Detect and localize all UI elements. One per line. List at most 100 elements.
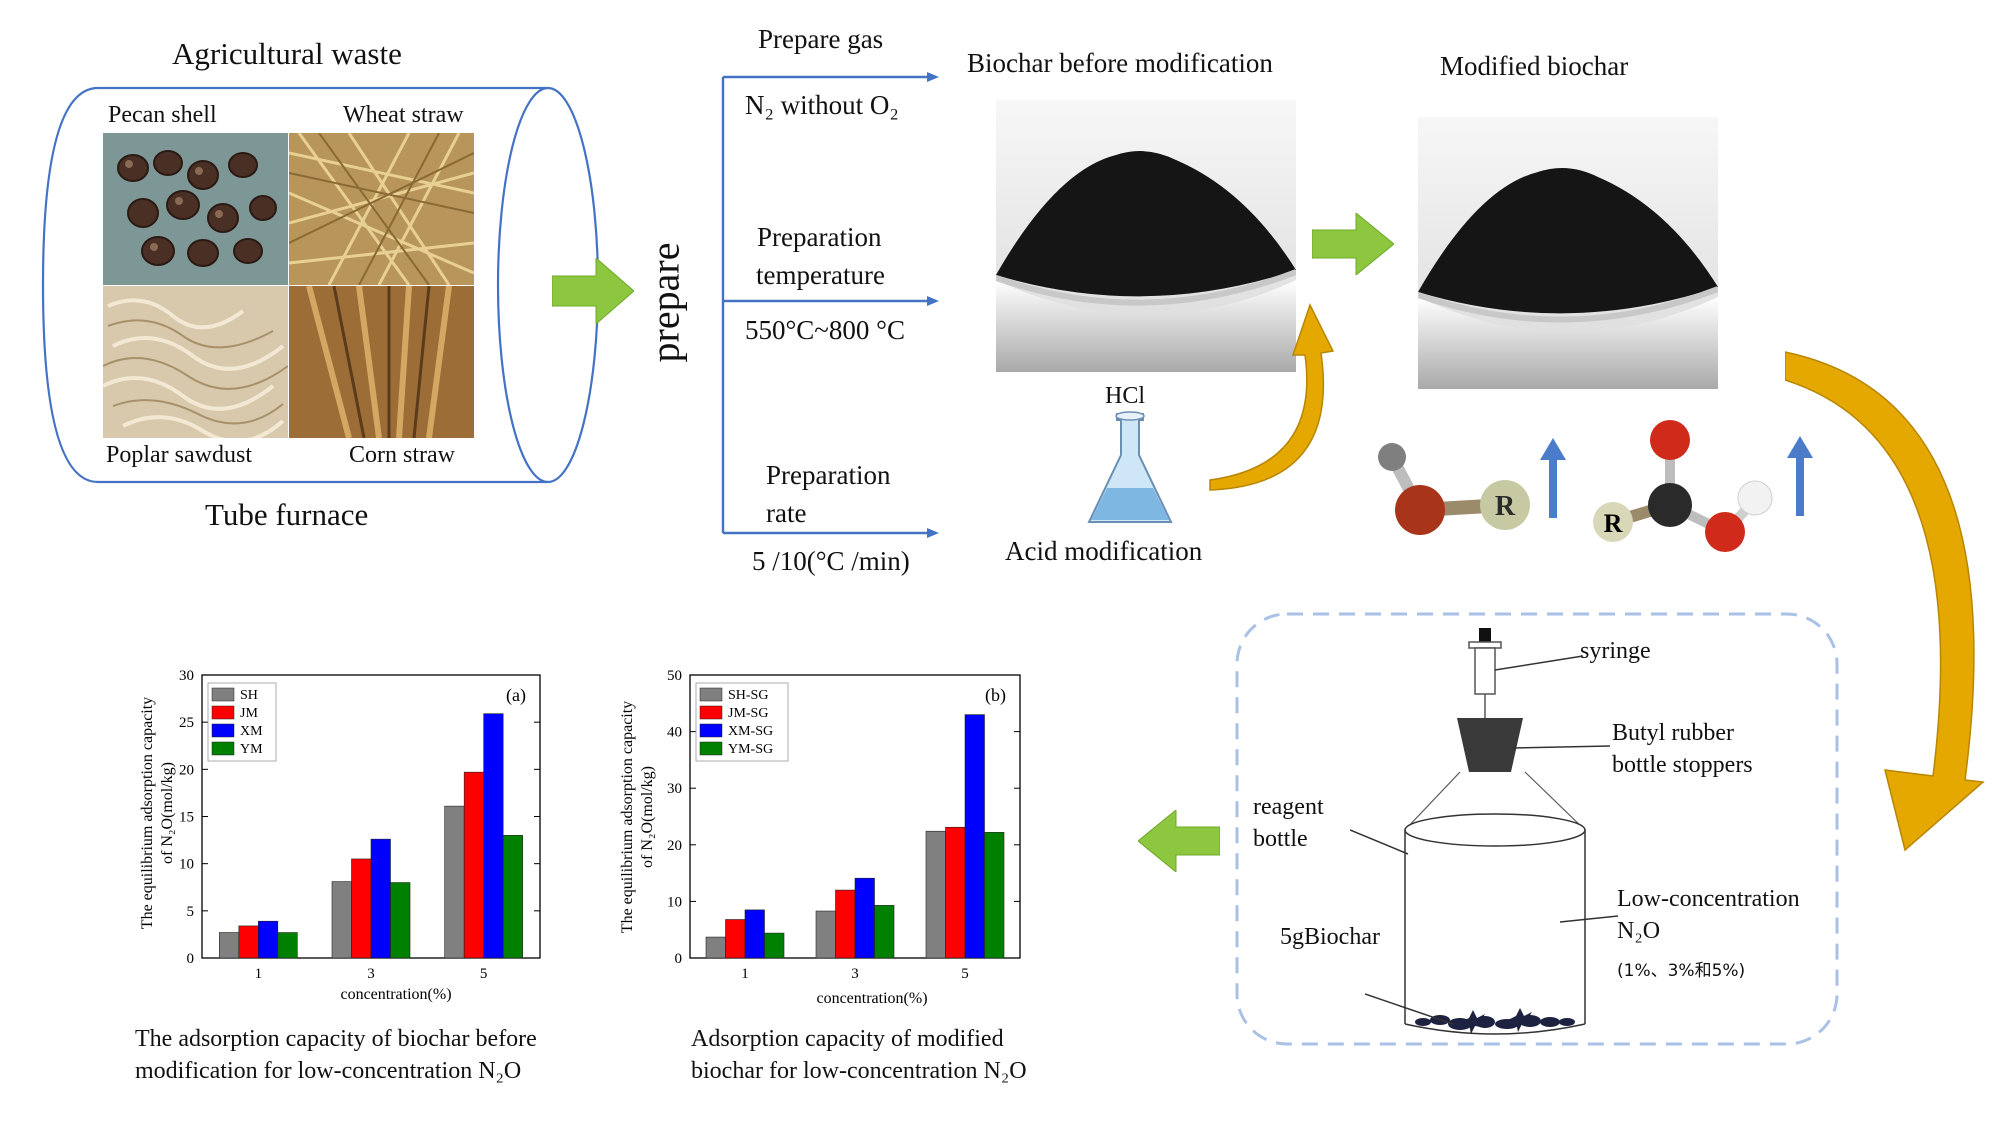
label-corn-straw: Corn straw <box>349 442 455 468</box>
cb-bar-ym-sg <box>984 832 1005 959</box>
tube-furnace-label: Tube furnace <box>205 497 369 532</box>
ca-legend-swatch <box>211 687 235 702</box>
sample-leader-line <box>1365 993 1454 1025</box>
sample-label: 5gBiochar <box>1280 924 1380 950</box>
chart-a: The equilibrium adsorption capacity of N… <box>139 668 541 1003</box>
ca-ytick-label: 25 <box>179 715 194 731</box>
stopper-leader-line <box>1512 745 1611 749</box>
temp-title-2: temperature <box>756 260 885 290</box>
ca-ytick-label: 15 <box>179 810 194 826</box>
ca-xtick-label: 1 <box>255 966 262 982</box>
gas-title: Prepare gas <box>758 24 884 54</box>
cb-bar-jm-sg <box>835 889 856 959</box>
bottle-label-2: bottle <box>1253 826 1308 852</box>
ca-ytick-label: 20 <box>179 762 194 778</box>
rate-value: 5 /10(°C /min) <box>752 546 910 576</box>
ca-bar-xm <box>370 838 391 959</box>
prepare-bracket <box>721 72 939 538</box>
ca-bar-jm <box>238 925 259 959</box>
ca-bar-sh <box>444 805 465 959</box>
gas-value: N₂ without O₂ <box>745 90 899 120</box>
gas-label-2: N₂O <box>1617 918 1661 944</box>
flask-icon <box>1087 411 1173 523</box>
ca-legend-swatch <box>211 741 235 756</box>
bottle-label-1: reagent <box>1253 794 1324 820</box>
cb-xtick-label: 3 <box>851 966 859 982</box>
wheat-straw-photo <box>289 133 474 285</box>
syringe-label: syringe <box>1580 638 1651 664</box>
cb-bar-xm-sg <box>964 714 985 959</box>
ca-ytick-label: 5 <box>187 904 195 920</box>
chart-a-ylabel: The equilibrium adsorption capacity <box>139 697 156 929</box>
biochar-before-photo <box>996 100 1296 372</box>
caption-b-line-2: biochar for low-concentration N₂O <box>691 1058 1027 1084</box>
r-group-label-1: R <box>1495 491 1516 522</box>
ca-bar-sh <box>331 881 352 959</box>
label-poplar-sawdust: Poplar sawdust <box>106 442 252 468</box>
r-group-label-2: R <box>1604 509 1623 538</box>
apparatus-box <box>1235 612 1839 1046</box>
caption-a-line-1: The adsorption capacity of biochar befor… <box>135 1026 537 1052</box>
reagent-bottle-icon <box>1404 771 1586 1035</box>
cb-xtick-label: 1 <box>741 966 749 982</box>
label-pecan-shell: Pecan shell <box>108 102 217 128</box>
ca-panel-label: (a) <box>506 685 526 706</box>
chart-b-ylabel: The equilibrium adsorption capacity <box>619 701 636 933</box>
syringe-icon <box>1468 628 1502 724</box>
cb-bar-ym-sg <box>764 932 785 959</box>
caption-a-line-2: modification for low-concentration N₂O <box>135 1058 522 1084</box>
curved-arrow-icon <box>1209 303 1335 491</box>
cb-bar-xm-sg <box>744 909 765 959</box>
ca-legend-swatch <box>211 723 235 738</box>
acid-modification-label: Acid modification <box>1005 536 1203 566</box>
biochar-before-title: Biochar before modification <box>967 48 1273 78</box>
cb-legend-swatch <box>699 723 723 738</box>
ca-bar-sh <box>219 932 240 959</box>
ca-bar-jm <box>351 858 372 959</box>
cb-panel-label: (b) <box>985 685 1006 706</box>
up-arrow-icon-2 <box>1787 436 1813 516</box>
temp-value: 550°C~800 °C <box>745 315 905 345</box>
hydroxyl-molecule-icon: R <box>1378 443 1530 535</box>
gas-label-3: (1%、3%和5%) <box>1617 961 1746 981</box>
arrow-right-icon-2 <box>1312 213 1394 275</box>
cb-legend-swatch <box>699 741 723 756</box>
ca-bar-xm <box>483 713 504 959</box>
prepare-label: prepare <box>642 242 688 362</box>
cb-bar-sh-sg <box>815 910 836 959</box>
chart-b: The equilibrium adsorption capacity of N… <box>619 668 1021 1007</box>
cb-ytick-label: 30 <box>667 781 682 797</box>
ca-bar-xm <box>258 920 279 959</box>
bottle-leader-line <box>1350 829 1409 855</box>
cb-bar-jm-sg <box>945 826 966 959</box>
cb-ytick-label: 20 <box>667 838 682 854</box>
pecan-shell-photo <box>103 133 288 285</box>
arrow-left-icon <box>1138 810 1220 872</box>
cb-ytick-label: 40 <box>667 725 682 741</box>
hcl-label: HCl <box>1105 383 1146 409</box>
cb-xtick-label: 5 <box>961 966 969 982</box>
modified-biochar-photo <box>1418 117 1718 389</box>
ca-legend-label: JM <box>240 706 258 721</box>
cb-legend-label: JM-SG <box>728 706 768 721</box>
carboxyl-molecule-icon: R <box>1593 420 1773 552</box>
cb-bar-sh-sg <box>705 936 726 959</box>
ca-bar-jm <box>463 771 484 959</box>
cb-legend-label: SH-SG <box>728 688 768 703</box>
stopper-label-1: Butyl rubber <box>1612 720 1734 746</box>
stopper-label-2: bottle stoppers <box>1612 752 1753 778</box>
ca-ytick-label: 10 <box>179 857 194 873</box>
stopper-icon <box>1457 718 1523 772</box>
cb-bar-ym-sg <box>874 905 895 959</box>
cb-legend-label: YM-SG <box>728 742 773 757</box>
agri-title: Agricultural waste <box>172 36 402 71</box>
ca-bar-ym <box>277 932 298 959</box>
ca-legend-label: YM <box>240 742 263 757</box>
tube-furnace-outline <box>41 86 600 484</box>
ca-legend-label: SH <box>240 688 258 703</box>
cb-legend-label: XM-SG <box>728 724 773 739</box>
ca-ytick-label: 30 <box>179 668 194 684</box>
gas-leader-line <box>1560 915 1619 923</box>
ca-ytick-label: 0 <box>187 951 195 967</box>
label-wheat-straw: Wheat straw <box>343 102 464 128</box>
